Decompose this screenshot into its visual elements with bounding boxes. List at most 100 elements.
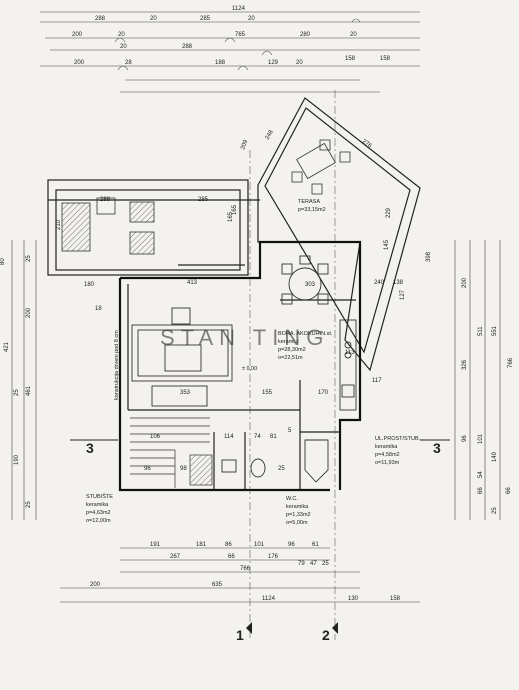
dim-text: 47 — [310, 561, 317, 567]
living-sofa — [131, 307, 233, 407]
dim-text: 200 — [90, 582, 101, 588]
dim-text: 129 — [268, 60, 279, 66]
stair-treads — [130, 417, 213, 488]
dim-text: 130 — [348, 596, 359, 602]
house-outer-walls — [118, 240, 362, 492]
bottom-dimension-texts: 191 181 86 101 96 61 267 66 176 79 47 25… — [90, 542, 401, 602]
dim-text: 551 — [492, 325, 498, 336]
kitchen-counter — [339, 319, 357, 411]
dim-text: 25 — [492, 507, 498, 514]
dim-text: 181 — [196, 542, 207, 548]
dim-text: 79 — [298, 561, 305, 567]
room-area: p=28,30m2 — [278, 347, 306, 353]
room-perimeter: o=12,00m — [86, 518, 111, 524]
dim-text: 20 — [296, 60, 303, 66]
dimension-arch-marks — [114, 18, 361, 71]
room-name: BORA. AKOKUHIN.st. — [278, 331, 333, 337]
dim-text: 1124 — [232, 6, 246, 12]
house-inner-walls — [127, 264, 356, 490]
dim-text: 20 — [248, 16, 255, 22]
dim-text: 149 — [492, 451, 498, 462]
dim-text: 158 — [390, 596, 401, 602]
dim-text: 5 — [288, 428, 292, 434]
section-mark-bottom-2: 2 — [322, 627, 330, 643]
dim-text: 288 — [95, 16, 106, 22]
dim-text: 25 — [322, 561, 329, 567]
room-name: W.C. — [286, 496, 298, 502]
dim-text: 766 — [240, 566, 251, 572]
middle-dimension-texts: 303 353 155 170 165 18 — [95, 211, 329, 396]
dim-text: 86 — [225, 542, 232, 548]
vertical-note: konstrukcija drveni pod 8 cm — [114, 330, 120, 400]
dim-text: 191 — [150, 542, 161, 548]
dim-text: 326 — [462, 359, 468, 370]
terrace-dining-table — [291, 139, 351, 195]
dim-text: 138 — [393, 280, 404, 286]
dim-text: 20 — [118, 32, 125, 38]
dim-text: 276 — [361, 139, 373, 150]
dim-text: 155 — [262, 390, 273, 396]
room-area: p=1,33m2 — [286, 512, 311, 518]
dim-text: 81 — [270, 434, 277, 440]
terrace-area: p=33,15m2 — [298, 207, 326, 213]
room-floor: keramika — [286, 504, 309, 510]
dim-text: 25 — [26, 255, 32, 262]
dim-text: 98 — [180, 466, 187, 472]
dim-text: 200 — [26, 307, 32, 318]
bottom-interior-dimension-texts: 114 74 81 5 106 98 96 25 — [144, 428, 292, 472]
section-mark-bottom-1: 1 — [236, 627, 244, 643]
dim-text: 170 — [318, 390, 329, 396]
dim-text: 117 — [372, 378, 382, 384]
dim-text: 80 — [0, 258, 6, 265]
dim-text: 66 — [228, 554, 235, 560]
bottom-dimension-lines — [60, 547, 420, 603]
terrace-name: TERASA — [298, 199, 320, 205]
terrace-labels: TERASA p=33,15m2 209 248 276 229 145 165… — [232, 129, 406, 384]
level-mark: ± 0,00 — [242, 366, 257, 372]
dim-text: 200 — [72, 32, 83, 38]
dim-text: 766 — [508, 357, 514, 368]
dim-text: 765 — [235, 32, 246, 38]
room-floor: kerami.z — [278, 339, 299, 345]
dim-text: 398 — [426, 251, 432, 262]
wc-fixtures — [221, 439, 329, 483]
dim-text: 240 — [374, 280, 385, 286]
dim-text: 200 — [74, 60, 85, 66]
dim-text: 96 — [288, 542, 295, 548]
dim-text: 74 — [254, 434, 261, 440]
dim-text: 127 — [400, 289, 406, 300]
balcony-structure — [47, 179, 260, 276]
section-mark-right: 3 — [433, 440, 441, 456]
living-room-label: BORA. AKOKUHIN.st. kerami.z p=28,30m2 o=… — [278, 331, 333, 361]
balcony-dimension-texts: 288 285 413 180 210 240 138 — [56, 197, 404, 288]
dim-text: 280 — [300, 32, 311, 38]
right-dimension-texts: 200 398 326 551 766 511 149 96 101 54 66… — [426, 251, 514, 514]
dim-text: 25 — [26, 501, 32, 508]
balcony-sofa — [61, 197, 155, 255]
dim-text: 25 — [14, 389, 20, 396]
dim-text: 20 — [120, 44, 127, 50]
dim-text: 180 — [84, 282, 95, 288]
dim-text: 229 — [386, 207, 392, 218]
dim-text: 158 — [380, 56, 391, 62]
dim-text: 285 — [200, 16, 211, 22]
room-area: p=4,63m2 — [86, 510, 111, 516]
section-mark-left: 3 — [86, 440, 94, 456]
dim-text: 20 — [350, 32, 357, 38]
room-perimeter: o=22,51m — [278, 355, 303, 361]
dim-text: 461 — [26, 385, 32, 396]
dim-text: 285 — [198, 197, 209, 203]
dim-text: 96 — [462, 435, 468, 442]
right-dimension-lines — [454, 240, 501, 520]
dim-text: 106 — [150, 434, 161, 440]
dim-text: 101 — [254, 542, 265, 548]
room-name: STUBIŠTE — [86, 493, 113, 500]
dim-text: 158 — [345, 56, 356, 62]
dim-text: 353 — [180, 390, 191, 396]
dim-text: 511 — [478, 326, 484, 336]
dim-text: 96 — [144, 466, 151, 472]
left-dimension-texts: 80 25 421 200 461 25 190 25 — [0, 255, 32, 508]
dim-text: 61 — [312, 542, 319, 548]
dim-text: 101 — [478, 433, 484, 444]
